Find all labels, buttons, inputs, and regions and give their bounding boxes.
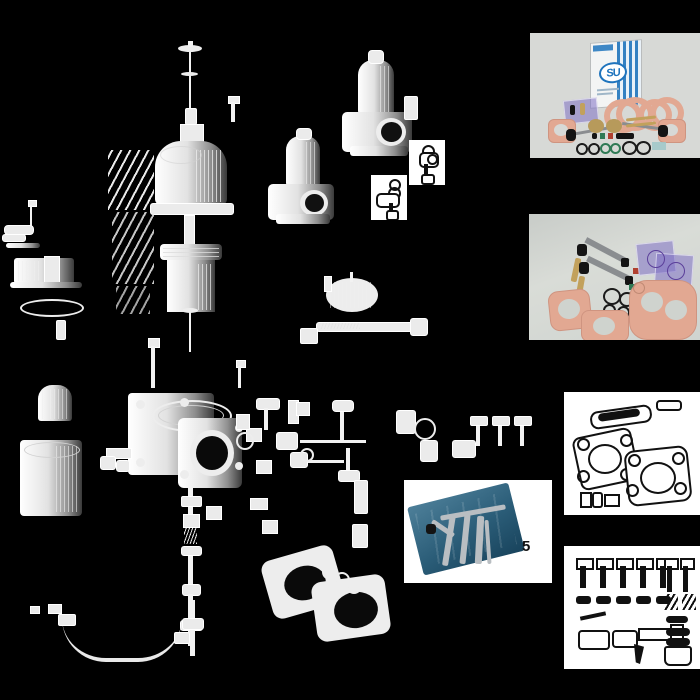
spring-washer [666, 628, 690, 636]
spindle-lever [566, 129, 576, 141]
bush [580, 492, 592, 508]
coil-spring [682, 594, 696, 610]
o-ring [622, 141, 637, 155]
bag-part [580, 103, 585, 115]
small-part [592, 133, 597, 139]
panel-rebuild-kit-boxed[interactable]: SU [530, 33, 700, 158]
end-cap [664, 646, 692, 666]
spring-washer [666, 616, 688, 623]
spacer [604, 494, 620, 507]
tool-handle [426, 524, 436, 534]
o-ring [636, 141, 651, 155]
spacer [656, 400, 682, 411]
taper-pin [634, 644, 644, 664]
panel-flange-gaskets[interactable] [564, 392, 700, 515]
spacer-tube [612, 630, 638, 648]
panel-tool-roll[interactable]: 5 [404, 480, 552, 583]
roll-pin [579, 611, 607, 621]
small-part [616, 133, 634, 139]
spring-washer [666, 638, 690, 646]
coil-spring [664, 594, 678, 610]
o-ring [588, 143, 600, 155]
inset-linkage-upper[interactable] [409, 140, 445, 185]
panel-number-label: 5 [522, 538, 531, 555]
o-ring [610, 143, 621, 154]
spindle-lever [658, 125, 668, 137]
su-logo-text: SU [606, 66, 620, 80]
bush [592, 492, 603, 508]
panel-fixing-kit[interactable] [564, 546, 700, 669]
inset-linkage-lower[interactable] [371, 175, 407, 220]
bag-part [570, 105, 575, 115]
spacer-tube [578, 630, 610, 650]
o-ring [576, 143, 588, 155]
panel-gasket-and-jet-kit[interactable] [529, 214, 700, 340]
